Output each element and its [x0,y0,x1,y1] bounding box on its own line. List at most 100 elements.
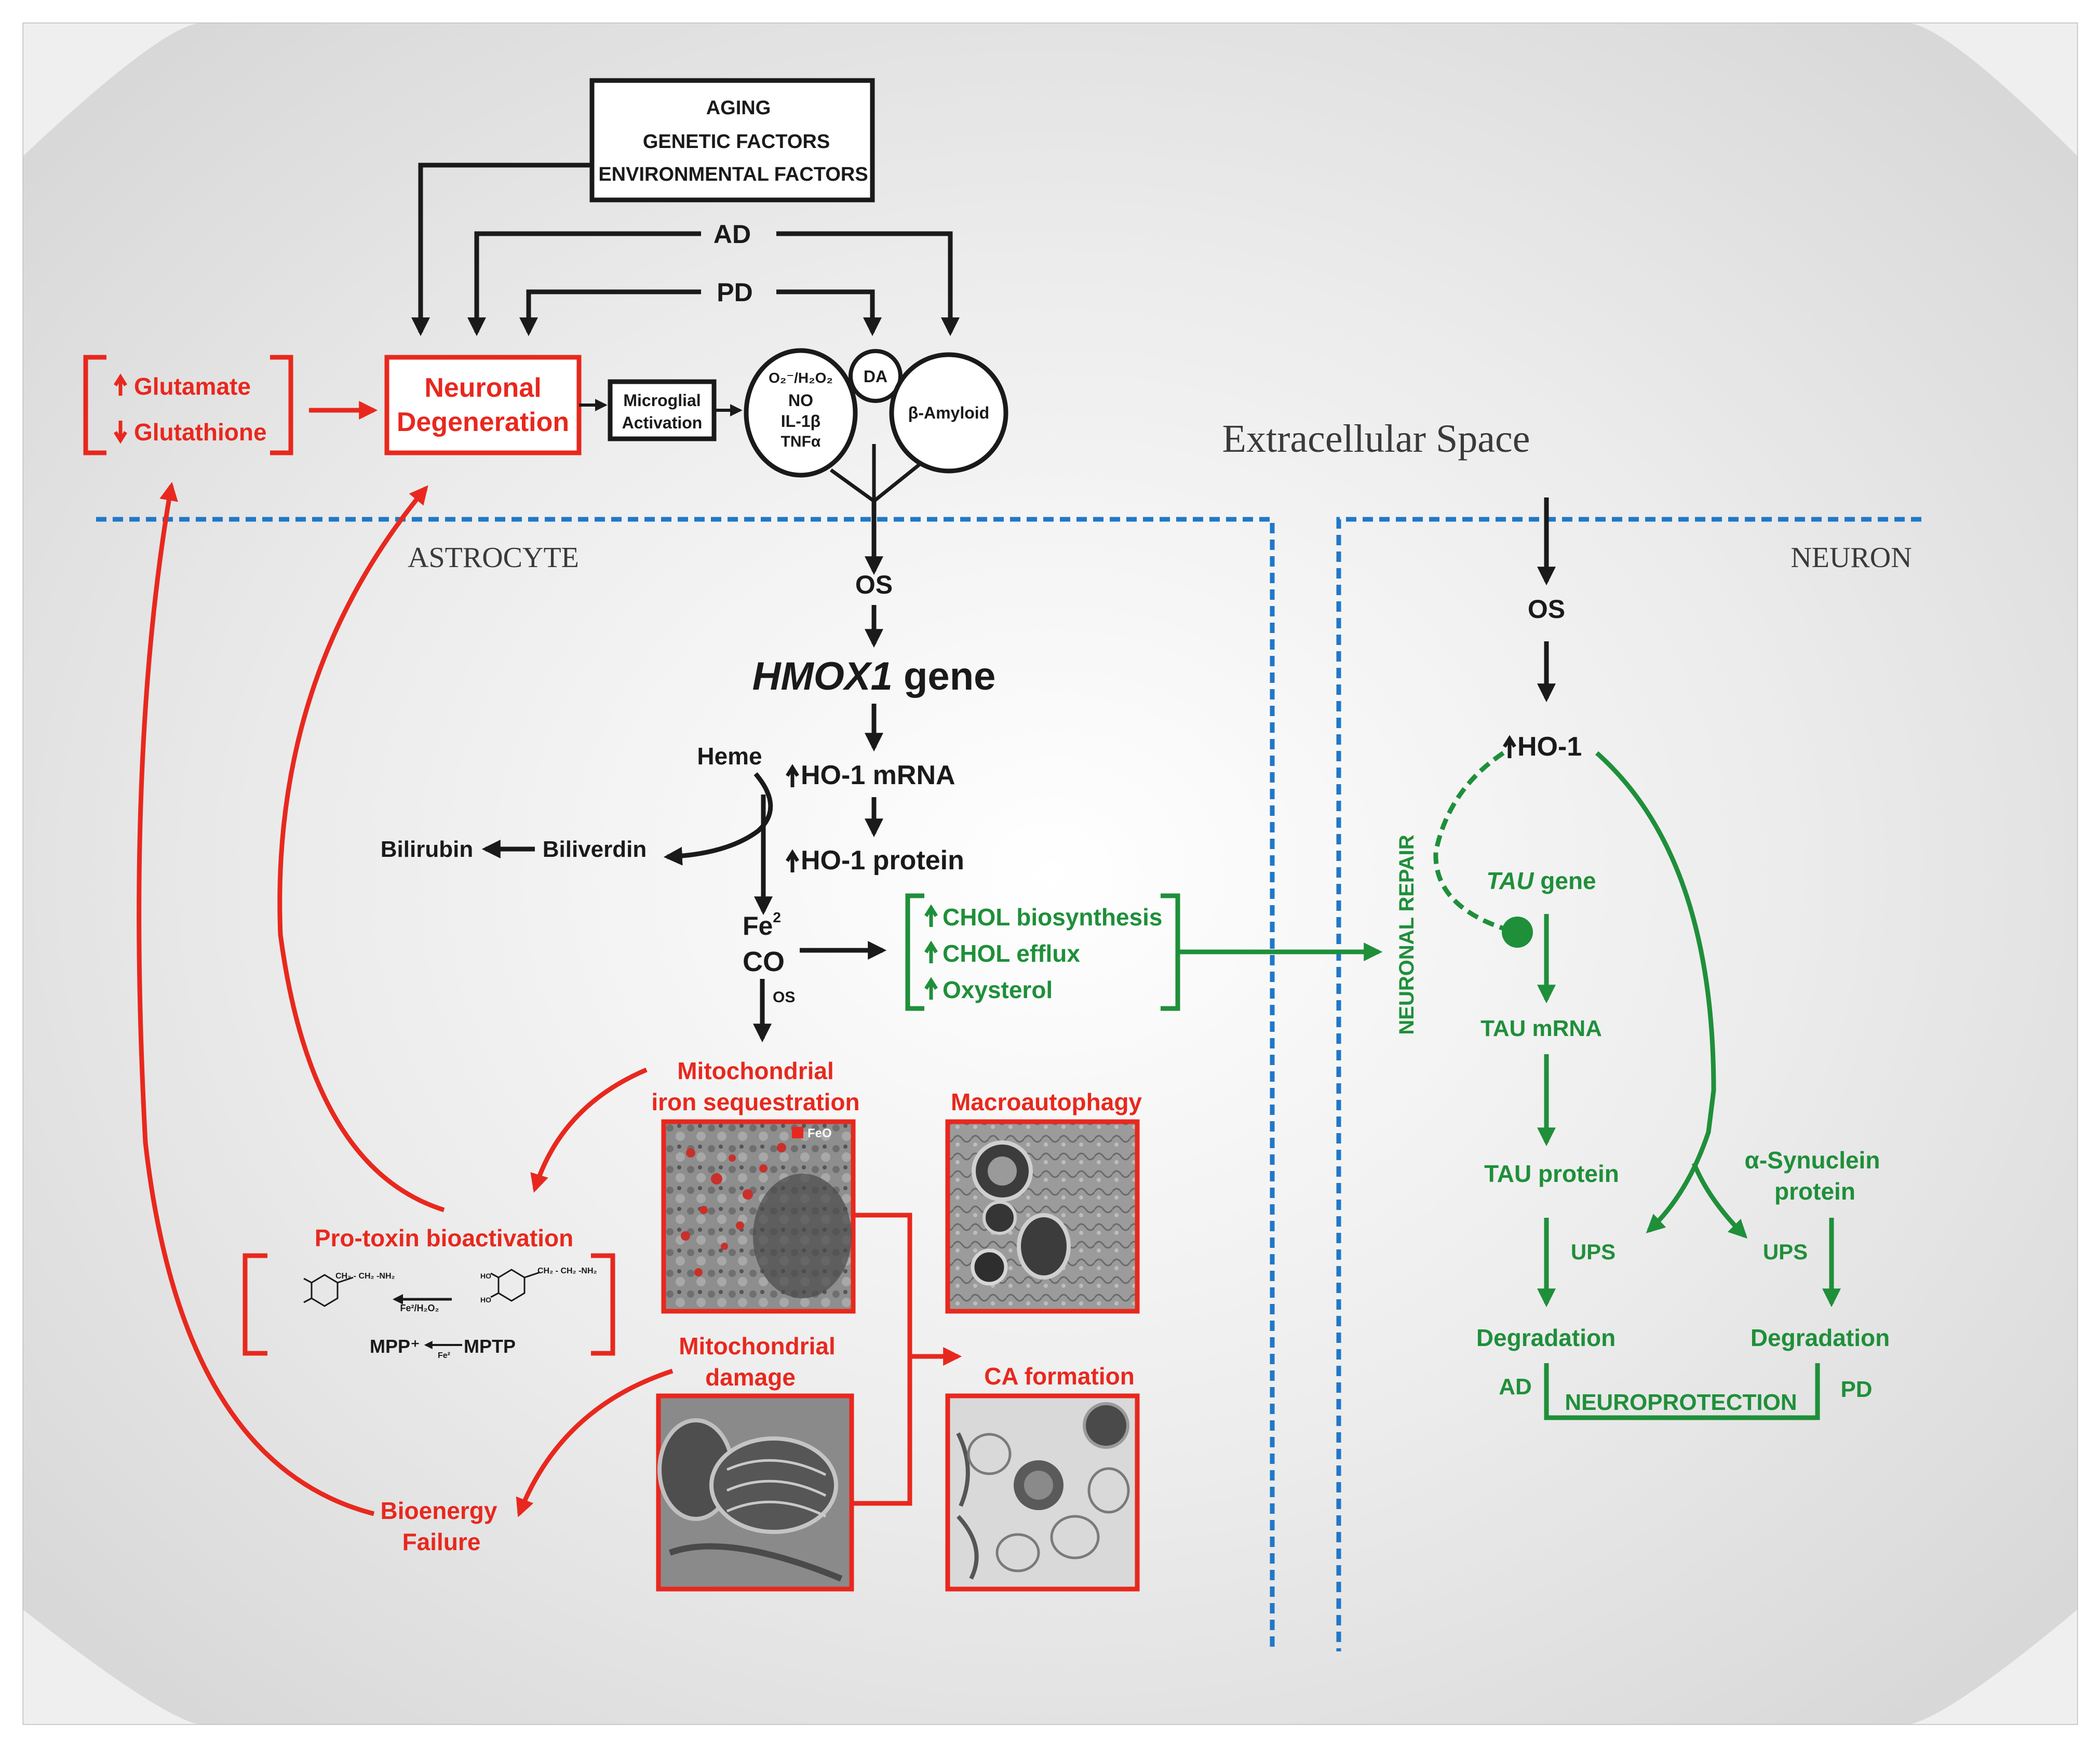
arrow-bioenergy-to-glutamate [137,481,375,1516]
ros-label: O₂⁻/H₂O₂ [769,370,833,386]
ho1-mrna-label: HO-1 mRNA [801,760,955,790]
tau-mrna-label: TAU mRNA [1480,1016,1602,1041]
mito-damage-line1: Mitochondrial [679,1333,836,1360]
da-circle [849,349,903,403]
degradation-right-label: Degradation [1751,1324,1890,1351]
microglial-line1: Microglial [623,391,701,410]
arrow-pd-to-degeneration [519,289,701,337]
cause-environmental: ENVIRONMENTAL FACTORS [598,164,868,185]
astrocyte-membrane [96,517,1275,1651]
ho1-mrna-up-icon [786,764,799,787]
extracellular-space-label: Extracellular Space [1222,417,1530,461]
biliverdin-label: Biliverdin [543,837,647,862]
protoxin-reagent1: Fe²/H₂O₂ [400,1303,439,1313]
neuron-os-label: OS [1528,595,1565,624]
arrow-ad-to-amyloid [776,231,960,337]
os-small-label: OS [773,989,795,1006]
tnfa-label: TNFα [781,433,821,450]
chol-biosynthesis-label: CHOL biosynthesis [943,904,1162,931]
chol-up-icons [924,904,938,1000]
synuclein-line2: protein [1774,1178,1855,1205]
neuroprotection-bracket [1544,1363,1820,1420]
ca-bracket-arrows [853,1213,962,1506]
neuron-ho1-label: HO-1 [1517,732,1582,762]
arrow-pd-to-da [776,289,882,337]
degeneration-line1: Neuronal [424,373,541,403]
membranes [96,517,1921,1651]
ca-formation-label: CA formation [984,1363,1135,1390]
mito-iron-line2: iron sequestration [651,1088,859,1115]
tau-gene-label: TAU gene [1486,867,1596,894]
neuroprotection-label: NEUROPROTECTION [1565,1390,1797,1415]
glutathione-down-icon [114,421,127,444]
ros-circle [744,348,858,478]
micrograph-macroautophagy [945,1119,1140,1314]
arrow-causes-to-degeneration [411,163,592,337]
feo-label: FeO [807,1126,832,1140]
bracket-right [270,355,293,455]
glutamate-up-icon [114,373,127,396]
bracket-to-ca [853,1213,912,1506]
neuro-ad-label: AD [1499,1374,1532,1400]
arrow-iron-to-protoxin [530,1067,648,1193]
protoxin-chain-left: CH₂ - CH₂ -NH₂ [335,1272,395,1281]
arrow-ho1-to-ups-right [1691,1162,1748,1239]
protoxin-chain-right: CH₂ - CH₂ -NH₂ [537,1267,597,1275]
macroautophagy-label: Macroautophagy [951,1088,1142,1115]
arrow-ad-to-degeneration [467,231,701,337]
dopamine-quinone-structure [303,1274,354,1307]
neuro-pd-label: PD [1840,1377,1872,1402]
bilirubin-label: Bilirubin [381,837,473,862]
degradation-left-label: Degradation [1476,1324,1616,1351]
glutamate-label: Glutamate [134,373,251,400]
ho1-protein-label: HO-1 protein [801,845,964,876]
upstream-arrows [411,163,960,337]
inhibition-dot-icon [1502,917,1533,948]
arrow-heme-to-biliverdin [663,772,773,866]
microglial-activation-box: Microglial Activation [608,379,717,441]
protoxin-bracket-right [591,1253,615,1356]
oxysterol-label: Oxysterol [943,976,1053,1003]
neuron-label: NEURON [1791,542,1911,574]
neuron-ho1-up-icon [1503,735,1516,758]
neuronal-repair-label: NEURONAL REPAIR [1395,835,1418,1034]
microglial-line2: Activation [622,413,703,432]
protoxin-reagent2: Fe² [438,1351,450,1360]
hmox1-gene-label: HMOX1 gene [752,654,996,698]
bracket-left [83,355,106,455]
degeneration-line2: Degeneration [397,407,569,437]
bioenergy-line2: Failure [402,1528,481,1555]
astro-os-label: OS [855,570,893,599]
mpp-label: MPP⁺ [370,1336,420,1357]
amyloid-circle [889,352,1008,474]
il1b-label: IL-1β [781,412,820,430]
heme-label: Heme [697,743,762,770]
label-ad: AD [714,220,751,249]
arrow-damage-to-bioenergy [516,1368,674,1517]
chol-efflux-label: CHOL efflux [943,940,1080,967]
co-label: CO [743,946,785,977]
synuclein-line1: α-Synuclein [1745,1147,1880,1174]
protoxin-bracket-left [243,1253,267,1356]
micrograph-mito-damage [656,1393,854,1592]
arrow-protoxin-to-degeneration [277,485,445,1213]
glutathione-label: Glutathione [134,419,267,446]
mediators-cluster: O₂⁻/H₂O₂ NO IL-1β TNFα DA β-Amyloid [744,348,1008,504]
cause-genetic: GENETIC FACTORS [643,131,830,153]
causes-box: AGING GENETIC FACTORS ENVIRONMENTAL FACT… [589,78,875,203]
no-label: NO [788,391,813,410]
micrograph-ca-formation [945,1393,1140,1592]
mito-iron-line1: Mitochondrial [677,1057,834,1084]
ups-left-label: UPS [1571,1240,1616,1264]
cause-aging: AGING [706,97,771,119]
mptp-label: MPTP [464,1336,516,1357]
protoxin-ho-bottom: HO [480,1296,491,1304]
protoxin-title: Pro-toxin bioactivation [315,1225,573,1252]
tau-protein-label: TAU protein [1484,1160,1619,1187]
ho1-inhibits-tau-dashed [1433,751,1516,935]
ups-right-label: UPS [1763,1240,1808,1264]
arrow-ho1-to-ups-left [1595,751,1716,1233]
red-feedback-arrows [137,481,674,1517]
mito-damage-line2: damage [705,1364,796,1391]
da-label: DA [864,367,887,386]
